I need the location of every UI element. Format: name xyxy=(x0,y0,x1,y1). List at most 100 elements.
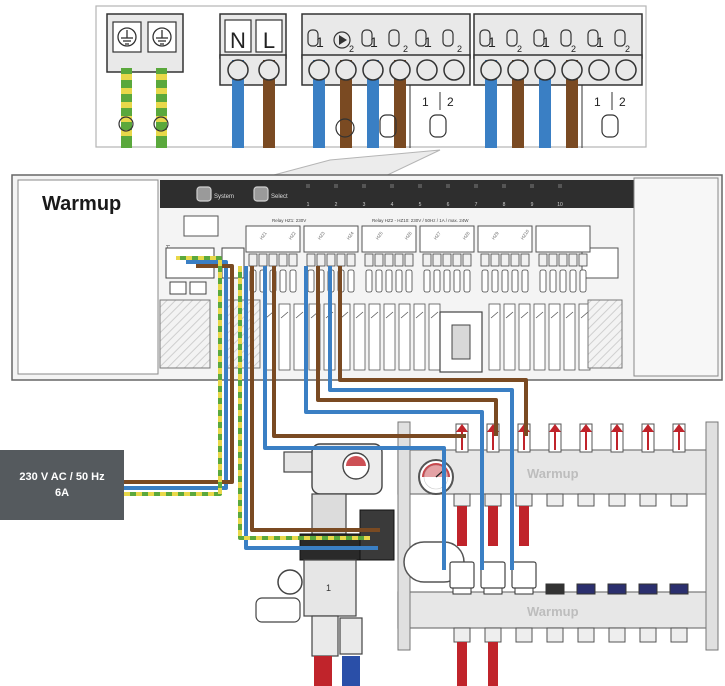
channel-pair-2: 2 xyxy=(447,95,454,109)
terminal-callout: N L 1 2 1 2 xyxy=(95,5,647,201)
zone-label: HZ9 xyxy=(491,230,500,240)
channel-pair-1-b: 1 xyxy=(594,95,601,109)
outlet-fitting xyxy=(515,627,533,643)
zone-label: HZ5 xyxy=(375,230,384,240)
terminal-lever xyxy=(405,269,413,293)
supply-current: 6A xyxy=(55,487,69,499)
terminal-lever xyxy=(365,269,373,293)
terminal-cage xyxy=(278,303,291,371)
terminal-lever xyxy=(463,269,471,293)
block-a-2: 2 xyxy=(349,44,354,54)
terminal-screw xyxy=(364,253,374,267)
terminal-cage xyxy=(518,303,531,371)
return-valve-cap xyxy=(607,583,627,595)
channel-number: 1 xyxy=(307,202,310,208)
terminal-screw xyxy=(490,253,500,267)
terminal-lever xyxy=(395,269,403,293)
terminal-lever xyxy=(491,269,499,293)
zone-label: HZ6 xyxy=(404,230,413,240)
terminal-screw xyxy=(394,253,404,267)
return-valve-cap xyxy=(576,583,596,595)
actuator-spindle xyxy=(519,506,529,546)
cable-clamp-left xyxy=(159,299,211,369)
outlet-fitting xyxy=(670,493,688,507)
actuator-icon xyxy=(601,114,619,138)
brand-logo: Warmup xyxy=(42,193,121,215)
outlet-fitting xyxy=(515,493,533,507)
manifold: Warmup Warmup xyxy=(397,421,719,686)
terminal-cage xyxy=(368,303,381,371)
outlet-fitting xyxy=(670,627,688,643)
terminal-cage xyxy=(398,303,411,371)
block-a-3: 1 xyxy=(370,34,378,50)
power-supply-box xyxy=(0,450,124,520)
terminal-screw xyxy=(548,253,558,267)
flow-meter-cap xyxy=(642,424,654,432)
channel-number: 8 xyxy=(503,202,506,208)
terminal-screw xyxy=(422,253,432,267)
channel-led xyxy=(558,184,562,188)
terminal-screw xyxy=(442,253,452,267)
flow-meters xyxy=(455,423,686,453)
terminal-lever xyxy=(569,269,577,293)
terminal-screw xyxy=(258,253,268,267)
pressure-gauge xyxy=(418,459,454,495)
channel-led xyxy=(474,184,478,188)
terminal-cage xyxy=(428,303,441,371)
zone-block xyxy=(535,225,591,253)
channel-number: 6 xyxy=(447,202,450,208)
channel-number: 2 xyxy=(335,202,338,208)
return-valves xyxy=(452,583,689,595)
earth-icon xyxy=(117,27,137,47)
return-valve-cap xyxy=(545,583,565,595)
outlet-fitting xyxy=(608,493,626,507)
block-b-4: 2 xyxy=(571,44,576,54)
actuator-icon xyxy=(379,114,397,138)
select-button-label: Select xyxy=(271,194,288,200)
terminal-lever xyxy=(433,269,441,293)
actuator-head xyxy=(480,561,506,589)
aux-terminal xyxy=(581,247,619,279)
terminal-screw xyxy=(568,253,578,267)
channel-led xyxy=(334,184,338,188)
block-a-1: 1 xyxy=(316,34,324,50)
select-button[interactable] xyxy=(253,186,269,202)
terminal-lever xyxy=(453,269,461,293)
channel-number: 7 xyxy=(475,202,478,208)
terminal-screw xyxy=(306,253,316,267)
flow-meter-cap xyxy=(673,424,685,432)
supply-voltage: 230 V AC / 50 Hz xyxy=(19,471,105,483)
manifold-bracket-left xyxy=(397,421,411,651)
terminal-lever xyxy=(307,269,315,293)
actuator-head xyxy=(511,561,537,589)
channel-led xyxy=(530,184,534,188)
status-bar xyxy=(160,180,634,208)
outlet-fitting xyxy=(639,627,657,643)
zone-block xyxy=(477,225,533,253)
terminal-cage xyxy=(533,303,546,371)
terminal-screw xyxy=(288,253,298,267)
system-button[interactable] xyxy=(196,186,212,202)
earth-icon xyxy=(152,27,172,47)
terminal-screw xyxy=(268,253,278,267)
channel-led xyxy=(362,184,366,188)
terminal-screw xyxy=(510,253,520,267)
terminal-screw xyxy=(578,253,588,267)
terminal-lever xyxy=(289,269,297,293)
terminal-cage xyxy=(413,303,426,371)
terminal-cage xyxy=(353,303,366,371)
zone-block xyxy=(419,225,475,253)
manifold-brand-top: Warmup xyxy=(527,466,579,481)
outlet-fitting xyxy=(484,493,502,507)
terminal-lever xyxy=(501,269,509,293)
manifold-bracket-right xyxy=(705,421,719,651)
relay-label-hz2-hz10: Relay HZ2 - HZ10: 230V / 50Hz / 1A / max… xyxy=(372,218,469,223)
earth-terminal-block xyxy=(106,13,184,148)
zone-label: HZ8 xyxy=(462,230,471,240)
outlet-fitting xyxy=(577,627,595,643)
terminal-screw xyxy=(326,253,336,267)
outlet-fitting xyxy=(453,627,471,643)
channel-led xyxy=(418,184,422,188)
